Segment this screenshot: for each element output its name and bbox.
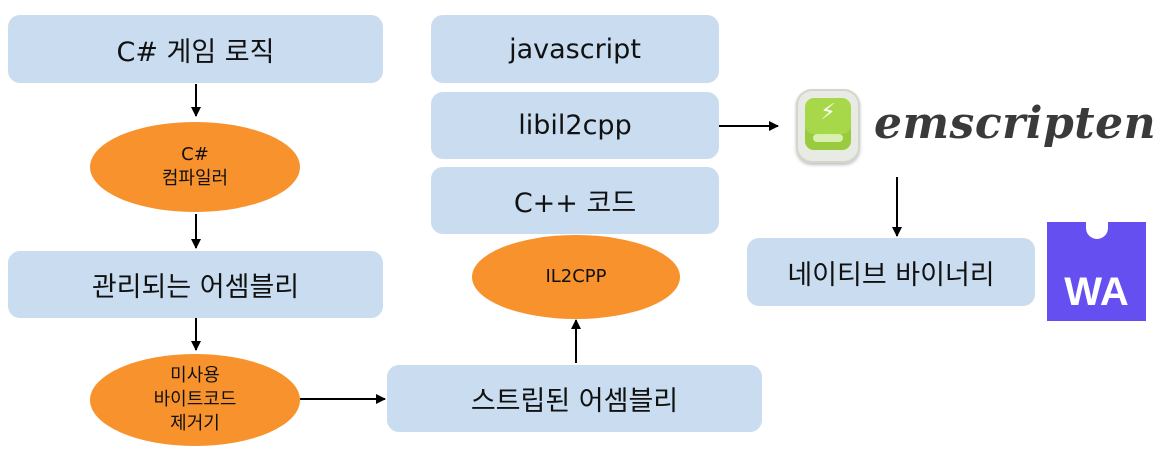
node-il2cpp: IL2CPP	[472, 235, 680, 319]
emscripten-logo-text: emscripten	[874, 98, 1157, 149]
node-unused-bytecode-remover: 미사용 바이트코드 제거기	[90, 354, 300, 446]
node-stripped-assembly: 스트립된 어셈블리	[387, 365, 762, 432]
node-label-line-2: 바이트코드	[153, 388, 237, 410]
node-label: C++ 코드	[513, 188, 637, 219]
node-csharp-game-logic: C# 게임 로직	[8, 15, 383, 83]
node-label-line-1: 미사용	[170, 364, 220, 386]
webassembly-logo-notch	[1086, 221, 1108, 239]
node-javascript: javascript	[431, 15, 719, 83]
node-label-line-2: 컴파일러	[161, 168, 229, 189]
node-label: 관리되는 어셈블리	[91, 272, 300, 303]
dots-decoration	[813, 134, 843, 142]
node-label: javascript	[509, 33, 641, 65]
node-csharp-compiler: C# 컴파일러	[90, 122, 300, 212]
lightning-bolt-icon: ⚡	[820, 100, 836, 125]
node-libil2cpp: libil2cpp	[431, 92, 719, 159]
emscripten-logo-icon: ⚡	[796, 89, 860, 163]
node-native-binary: 네이티브 바이너리	[747, 238, 1035, 306]
node-label: C# 게임 로직	[116, 36, 275, 68]
webassembly-logo-text: WA	[1064, 270, 1129, 314]
node-label-line-1: C#	[181, 143, 209, 165]
node-label: 네이티브 바이너리	[787, 259, 995, 291]
node-label: IL2CPP	[545, 265, 607, 287]
node-cpp-code: C++ 코드	[431, 167, 719, 234]
node-label: libil2cpp	[518, 110, 632, 141]
node-label: 스트립된 어셈블리	[470, 386, 679, 417]
node-managed-assembly: 관리되는 어셈블리	[8, 251, 383, 318]
webassembly-logo-icon: WA	[1047, 221, 1146, 321]
node-label-line-3: 제거기	[170, 413, 220, 435]
